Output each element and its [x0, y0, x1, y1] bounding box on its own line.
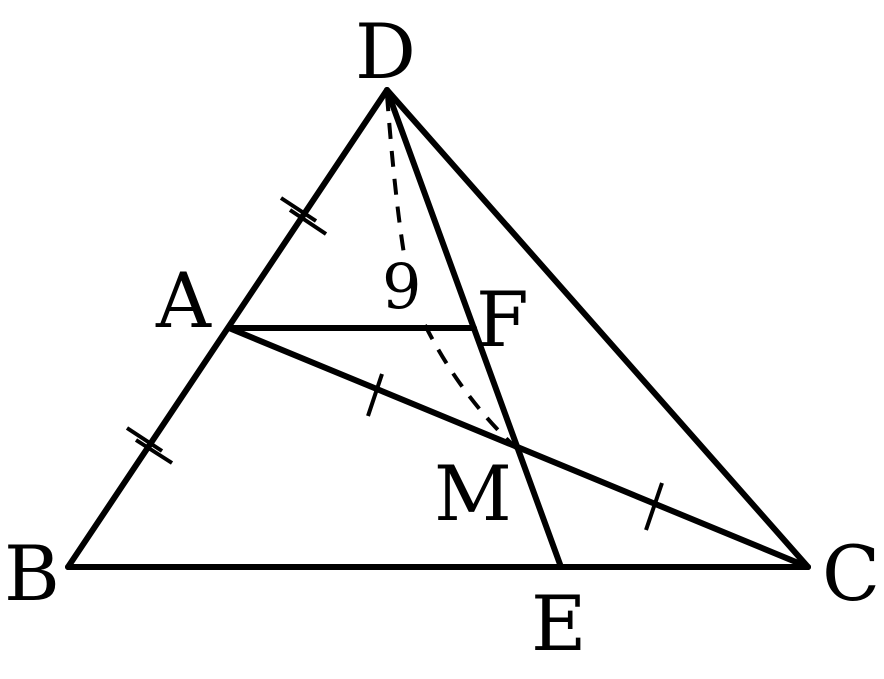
label-M: M — [434, 449, 512, 538]
segment-DE — [384, 87, 564, 570]
double-tick-DA — [279, 196, 328, 236]
single-tick-AM — [366, 373, 384, 417]
single-tick-MC — [644, 482, 664, 531]
label-D: D — [355, 7, 416, 96]
label-C: C — [822, 529, 880, 618]
label-F: F — [476, 275, 529, 364]
double-tick-AB — [125, 426, 174, 465]
label-B: B — [4, 529, 60, 618]
label-E: E — [531, 579, 586, 668]
measure-label: 9 — [382, 250, 421, 323]
segment-DC — [384, 87, 811, 570]
label-A: A — [155, 256, 212, 345]
dashed-segment-DM — [385, 94, 518, 450]
